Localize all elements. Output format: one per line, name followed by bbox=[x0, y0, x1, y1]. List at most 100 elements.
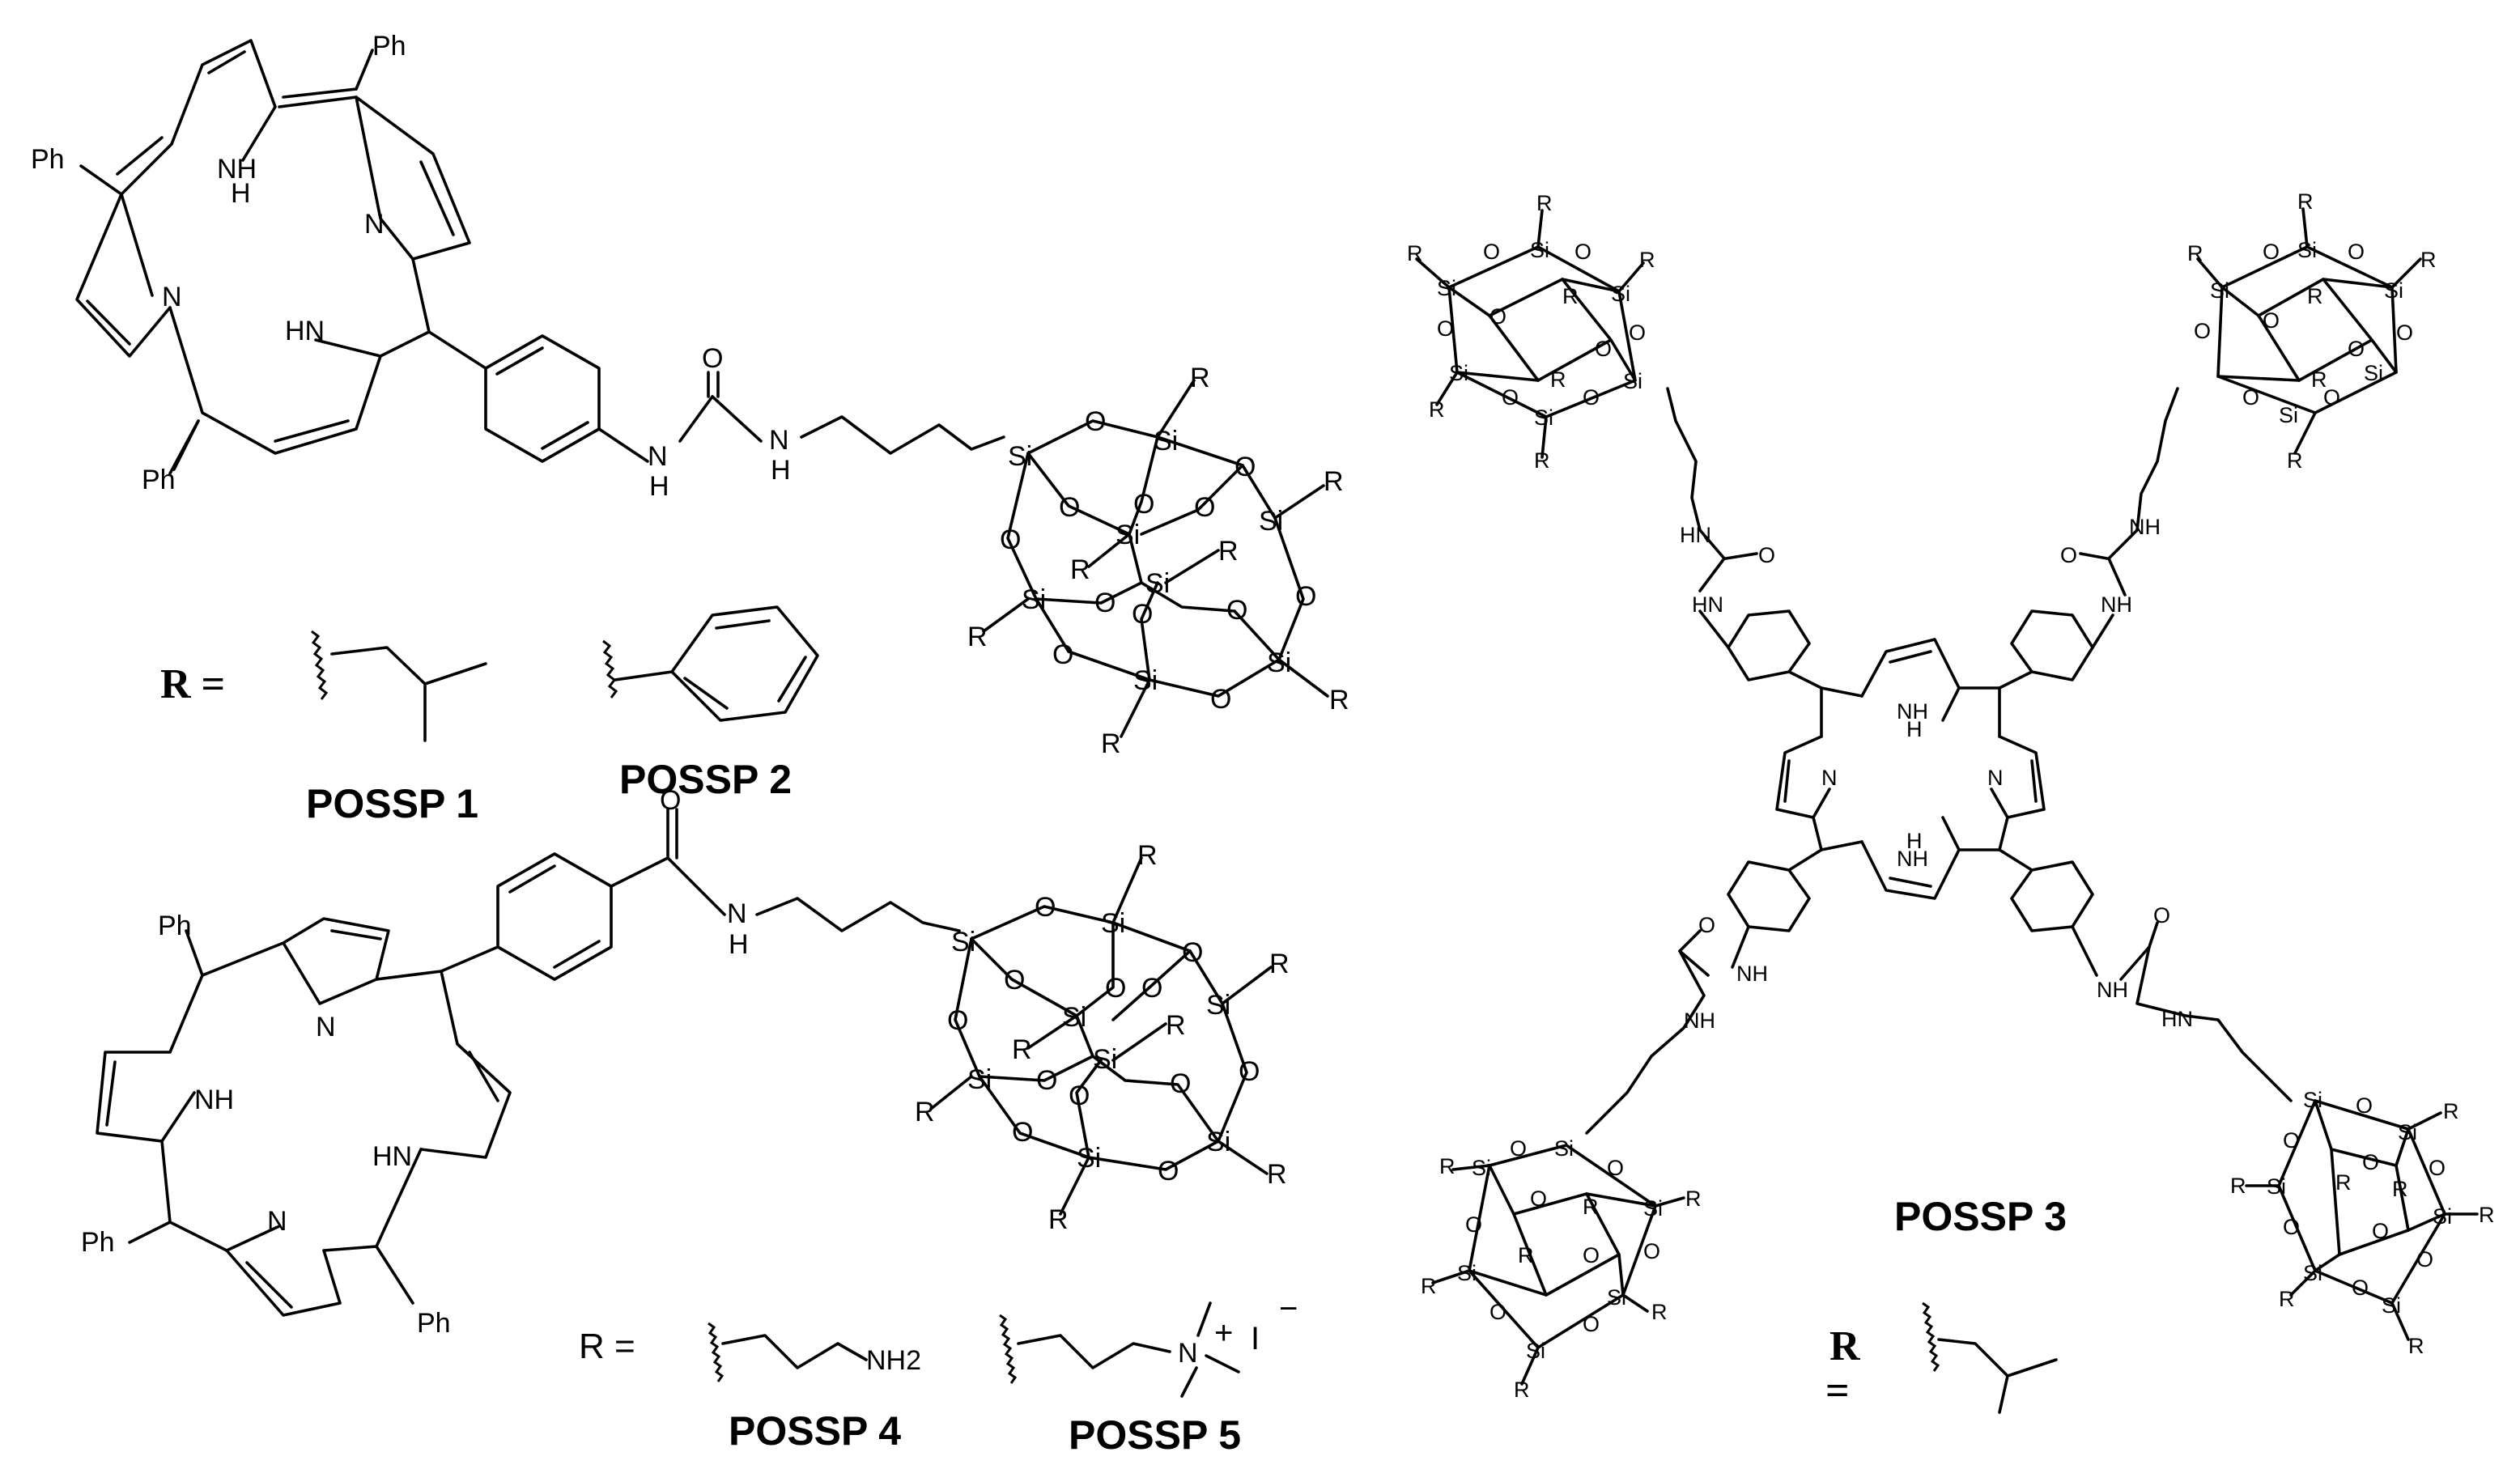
o-label: O bbox=[947, 1005, 968, 1036]
r-label: R bbox=[1685, 1187, 1702, 1211]
si-label: Si bbox=[2433, 1204, 2452, 1229]
ph-label: Ph bbox=[372, 31, 406, 62]
carbonyl-o-label: O bbox=[2153, 903, 2170, 928]
r-label: R bbox=[2420, 248, 2437, 272]
poss-cage-top bbox=[982, 379, 1329, 738]
aminopropyl-substituent bbox=[708, 1322, 868, 1382]
nh-label: NH bbox=[2101, 592, 2132, 617]
o-label: O bbox=[1502, 385, 1519, 410]
si-label: Si bbox=[1530, 238, 1549, 262]
o-label: O bbox=[2283, 1128, 2300, 1153]
si-label: Si bbox=[1449, 361, 1468, 385]
r-equals-label: R = bbox=[160, 661, 225, 707]
benzyl-substituent bbox=[602, 605, 819, 722]
trimethylammoniumpropyl-substituent bbox=[999, 1301, 1240, 1398]
porphyrin-core-bottom bbox=[96, 917, 512, 1317]
r-label: R bbox=[1421, 1274, 1437, 1298]
n-label: N bbox=[1821, 766, 1838, 790]
r-label: R bbox=[2287, 448, 2303, 473]
r-label: R bbox=[1518, 1243, 1534, 1267]
r-label: R bbox=[2479, 1203, 2495, 1227]
o-label: O bbox=[1000, 524, 1021, 555]
o-label: O bbox=[1059, 492, 1080, 523]
h-label: H bbox=[231, 178, 251, 209]
o-label: O bbox=[2362, 1150, 2379, 1174]
o-label: O bbox=[1035, 892, 1056, 923]
possp-2-caption: POSSP 2 bbox=[619, 757, 792, 802]
r-label: R bbox=[1267, 1159, 1287, 1190]
si-label: Si bbox=[1267, 647, 1291, 678]
si-label: Si bbox=[951, 927, 975, 957]
carbonyl-o-label: O bbox=[702, 343, 723, 374]
o-label: O bbox=[1483, 240, 1500, 264]
possp-4-5-structure: Ph Ph Ph N NH HN N O N H bbox=[81, 785, 1298, 1458]
iodide-label: I bbox=[1251, 1321, 1260, 1356]
positive-charge: + bbox=[1214, 1315, 1233, 1351]
r-label: R bbox=[1562, 284, 1579, 308]
o-label: O bbox=[2429, 1156, 2446, 1180]
si-label: Si bbox=[1101, 908, 1125, 939]
r-label: R bbox=[1829, 1323, 1861, 1369]
o-label: O bbox=[1141, 973, 1162, 1004]
r-label: R bbox=[2408, 1334, 2424, 1358]
r-label: R bbox=[1536, 191, 1553, 215]
o-label: O bbox=[2263, 240, 2280, 264]
si-label: Si bbox=[1472, 1156, 1491, 1180]
ph-label: Ph bbox=[31, 144, 65, 175]
o-label: O bbox=[1583, 1312, 1600, 1336]
si-label: Si bbox=[2267, 1174, 2286, 1199]
r-label: R bbox=[2443, 1099, 2459, 1123]
r-label: R bbox=[967, 622, 988, 652]
o-label: O bbox=[1235, 452, 1256, 482]
o-label: O bbox=[2194, 319, 2211, 343]
si-label: Si bbox=[1008, 441, 1032, 472]
o-label: O bbox=[1465, 1212, 1482, 1237]
poss-cage-right-top-left bbox=[1415, 209, 1645, 459]
r-label: R bbox=[1534, 448, 1550, 473]
si-label: Si bbox=[2364, 361, 2383, 385]
phenyl-amide-linker-bottom bbox=[440, 808, 961, 981]
arm-bottom-left bbox=[1585, 848, 1823, 1135]
h-label: H bbox=[771, 455, 791, 486]
r-label: R bbox=[1218, 536, 1239, 567]
poss-cage-right-bottom-right-labels: Si Si Si Si Si Si O O O O O O O O R R R … bbox=[2230, 1088, 2495, 1358]
carbonyl-o-label: O bbox=[1758, 543, 1775, 567]
r-label: R bbox=[2297, 189, 2314, 214]
ph-label: Ph bbox=[417, 1308, 451, 1339]
o-label: O bbox=[1295, 581, 1316, 612]
equals-label: = bbox=[1825, 1368, 1850, 1414]
o-label: O bbox=[1105, 973, 1126, 1004]
o-label: O bbox=[1170, 1068, 1191, 1099]
o-label: O bbox=[1132, 599, 1153, 630]
r-label: R bbox=[1651, 1300, 1668, 1324]
o-label: O bbox=[1085, 406, 1106, 437]
r-label: R bbox=[1166, 1010, 1186, 1041]
hn-label: HN bbox=[1680, 523, 1711, 547]
n-label: N bbox=[162, 282, 182, 312]
si-label: Si bbox=[1607, 1285, 1626, 1310]
o-label: O bbox=[1583, 1243, 1600, 1267]
r-label: R bbox=[2230, 1174, 2246, 1198]
hn-label: HN bbox=[2161, 1007, 2193, 1031]
si-label: Si bbox=[2297, 238, 2317, 262]
si-label: Si bbox=[1093, 1044, 1117, 1075]
possp-4-caption: POSSP 4 bbox=[729, 1408, 901, 1454]
r-label: R bbox=[1190, 363, 1210, 393]
o-label: O bbox=[1583, 385, 1600, 410]
poss-cage-right-bottom-right bbox=[2245, 1099, 2479, 1341]
nh-label: N bbox=[727, 898, 747, 929]
o-label: O bbox=[2242, 385, 2259, 410]
r-label: R bbox=[2335, 1170, 2352, 1195]
si-label: Si bbox=[1022, 584, 1046, 615]
possp-1-caption: POSSP 1 bbox=[306, 781, 478, 826]
hn-label: HN bbox=[372, 1141, 412, 1172]
o-label: O bbox=[1239, 1056, 1260, 1087]
o-label: O bbox=[1629, 321, 1646, 345]
poss-cage-right-bottom-left-labels: Si Si Si Si Si Si O O O O O O O O R R R … bbox=[1421, 1136, 1702, 1402]
o-label: O bbox=[1094, 588, 1116, 618]
o-label: O bbox=[1004, 965, 1025, 996]
si-label: Si bbox=[1534, 405, 1553, 430]
o-label: O bbox=[1489, 1300, 1506, 1324]
carbonyl-o-label: O bbox=[2060, 543, 2077, 567]
si-label: Si bbox=[2384, 278, 2403, 303]
